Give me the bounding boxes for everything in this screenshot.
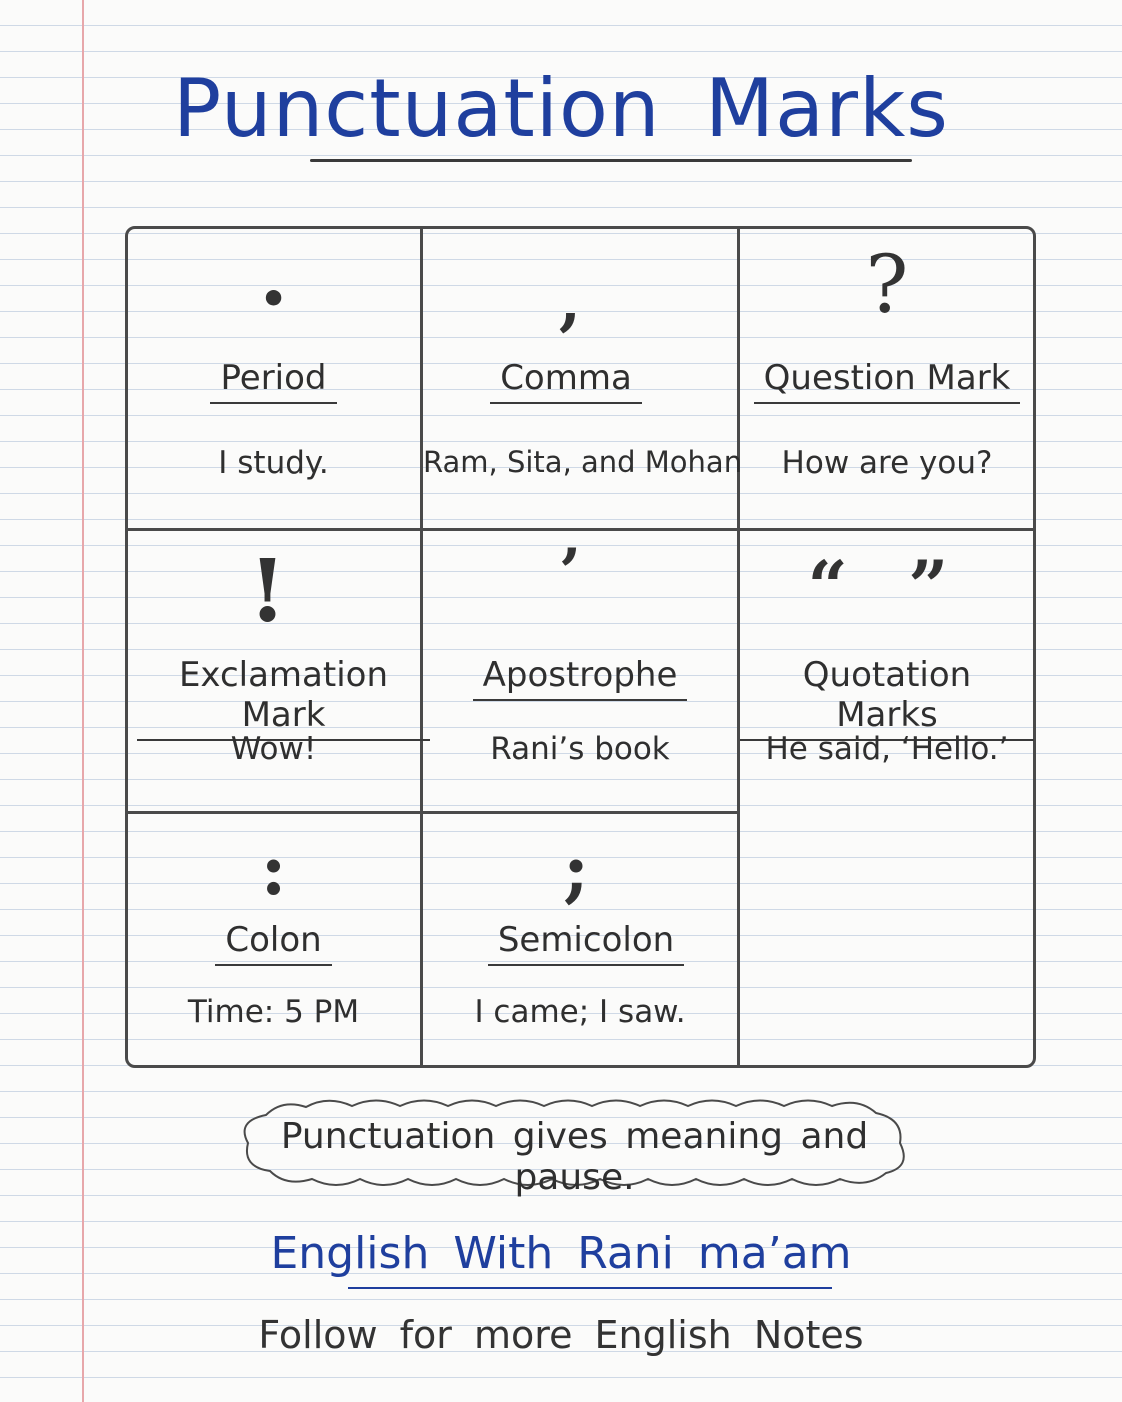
mark-name-label: Period bbox=[210, 358, 337, 404]
semicolon-symbol: ; bbox=[563, 828, 589, 911]
mark-example: I study. bbox=[218, 445, 329, 481]
mark-cell-colon: : Colon Time: 5 PM bbox=[127, 814, 420, 1066]
page-title: Punctuation Marks bbox=[173, 62, 949, 155]
notebook-margin-line bbox=[82, 0, 84, 1402]
mark-cell-apostrophe: ’ Apostrophe Rani’s book bbox=[423, 531, 737, 811]
mark-example: How are you? bbox=[781, 445, 993, 481]
mark-name-label: Semicolon bbox=[487, 920, 685, 966]
quotation-marks-symbol: “ ” bbox=[807, 545, 967, 628]
mark-name-label: Question Mark bbox=[753, 358, 1021, 404]
mark-name: Quotation Marks bbox=[740, 655, 1034, 741]
mark-example: Ram, Sita, and Mohan bbox=[423, 445, 743, 479]
grid-divider-horizontal-2 bbox=[127, 811, 740, 814]
mark-name: Semicolon bbox=[429, 920, 743, 966]
mark-name-label: Quotation Marks bbox=[740, 655, 1034, 741]
question-mark-symbol: ? bbox=[865, 238, 909, 331]
mark-name: Exclamation Mark bbox=[137, 655, 430, 741]
colon-symbol: : bbox=[260, 828, 287, 911]
punctuation-grid bbox=[125, 226, 1036, 1068]
mark-name: Question Mark bbox=[740, 358, 1034, 404]
mark-name-label: Comma bbox=[490, 358, 642, 404]
cloud-note-text: Punctuation gives meaning and pause. bbox=[280, 1116, 869, 1198]
title-underline bbox=[310, 159, 912, 162]
exclamation-mark-symbol: ! bbox=[248, 541, 287, 642]
period-symbol: • bbox=[259, 274, 288, 325]
mark-example: Time: 5 PM bbox=[187, 994, 360, 1030]
mark-example: Rani’s book bbox=[490, 731, 670, 767]
mark-cell-comma: , Comma Ram, Sita, and Mohan bbox=[423, 228, 743, 528]
mark-name-label: Colon bbox=[215, 920, 332, 966]
mark-name-label: Apostrophe bbox=[472, 655, 688, 701]
mark-cell-question-mark: ? Question Mark How are you? bbox=[740, 228, 1034, 528]
comma-symbol: , bbox=[558, 264, 582, 339]
mark-cell-exclamation-mark: ! Exclamation Mark Wow! bbox=[127, 531, 430, 811]
mark-cell-quotation-marks: “ ” Quotation Marks He said, ‘Hello.’ bbox=[740, 531, 1034, 811]
brand-name: English With Rani ma’am bbox=[270, 1228, 852, 1279]
mark-example: Wow! bbox=[230, 731, 317, 767]
mark-example: I came; I saw. bbox=[474, 994, 686, 1030]
follow-note: Follow for more English Notes bbox=[258, 1313, 864, 1357]
mark-name: Colon bbox=[127, 920, 420, 966]
grid-divider-horizontal-1 bbox=[127, 528, 1034, 531]
mark-name: Period bbox=[127, 358, 420, 404]
mark-name: Comma bbox=[409, 358, 723, 404]
mark-name: Apostrophe bbox=[423, 655, 737, 701]
cloud-shape bbox=[243, 1099, 905, 1186]
mark-cell-period: • Period I study. bbox=[127, 228, 420, 528]
grid-divider-vertical-1 bbox=[420, 228, 423, 1066]
mark-cell-semicolon: ; Semicolon I came; I saw. bbox=[423, 814, 737, 1066]
grid-divider-vertical-2 bbox=[737, 228, 740, 1066]
mark-example: He said, ‘Hello.’ bbox=[765, 731, 1009, 767]
mark-name-label: Exclamation Mark bbox=[137, 655, 430, 741]
brand-underline bbox=[348, 1287, 832, 1289]
apostrophe-symbol: ’ bbox=[558, 535, 582, 610]
